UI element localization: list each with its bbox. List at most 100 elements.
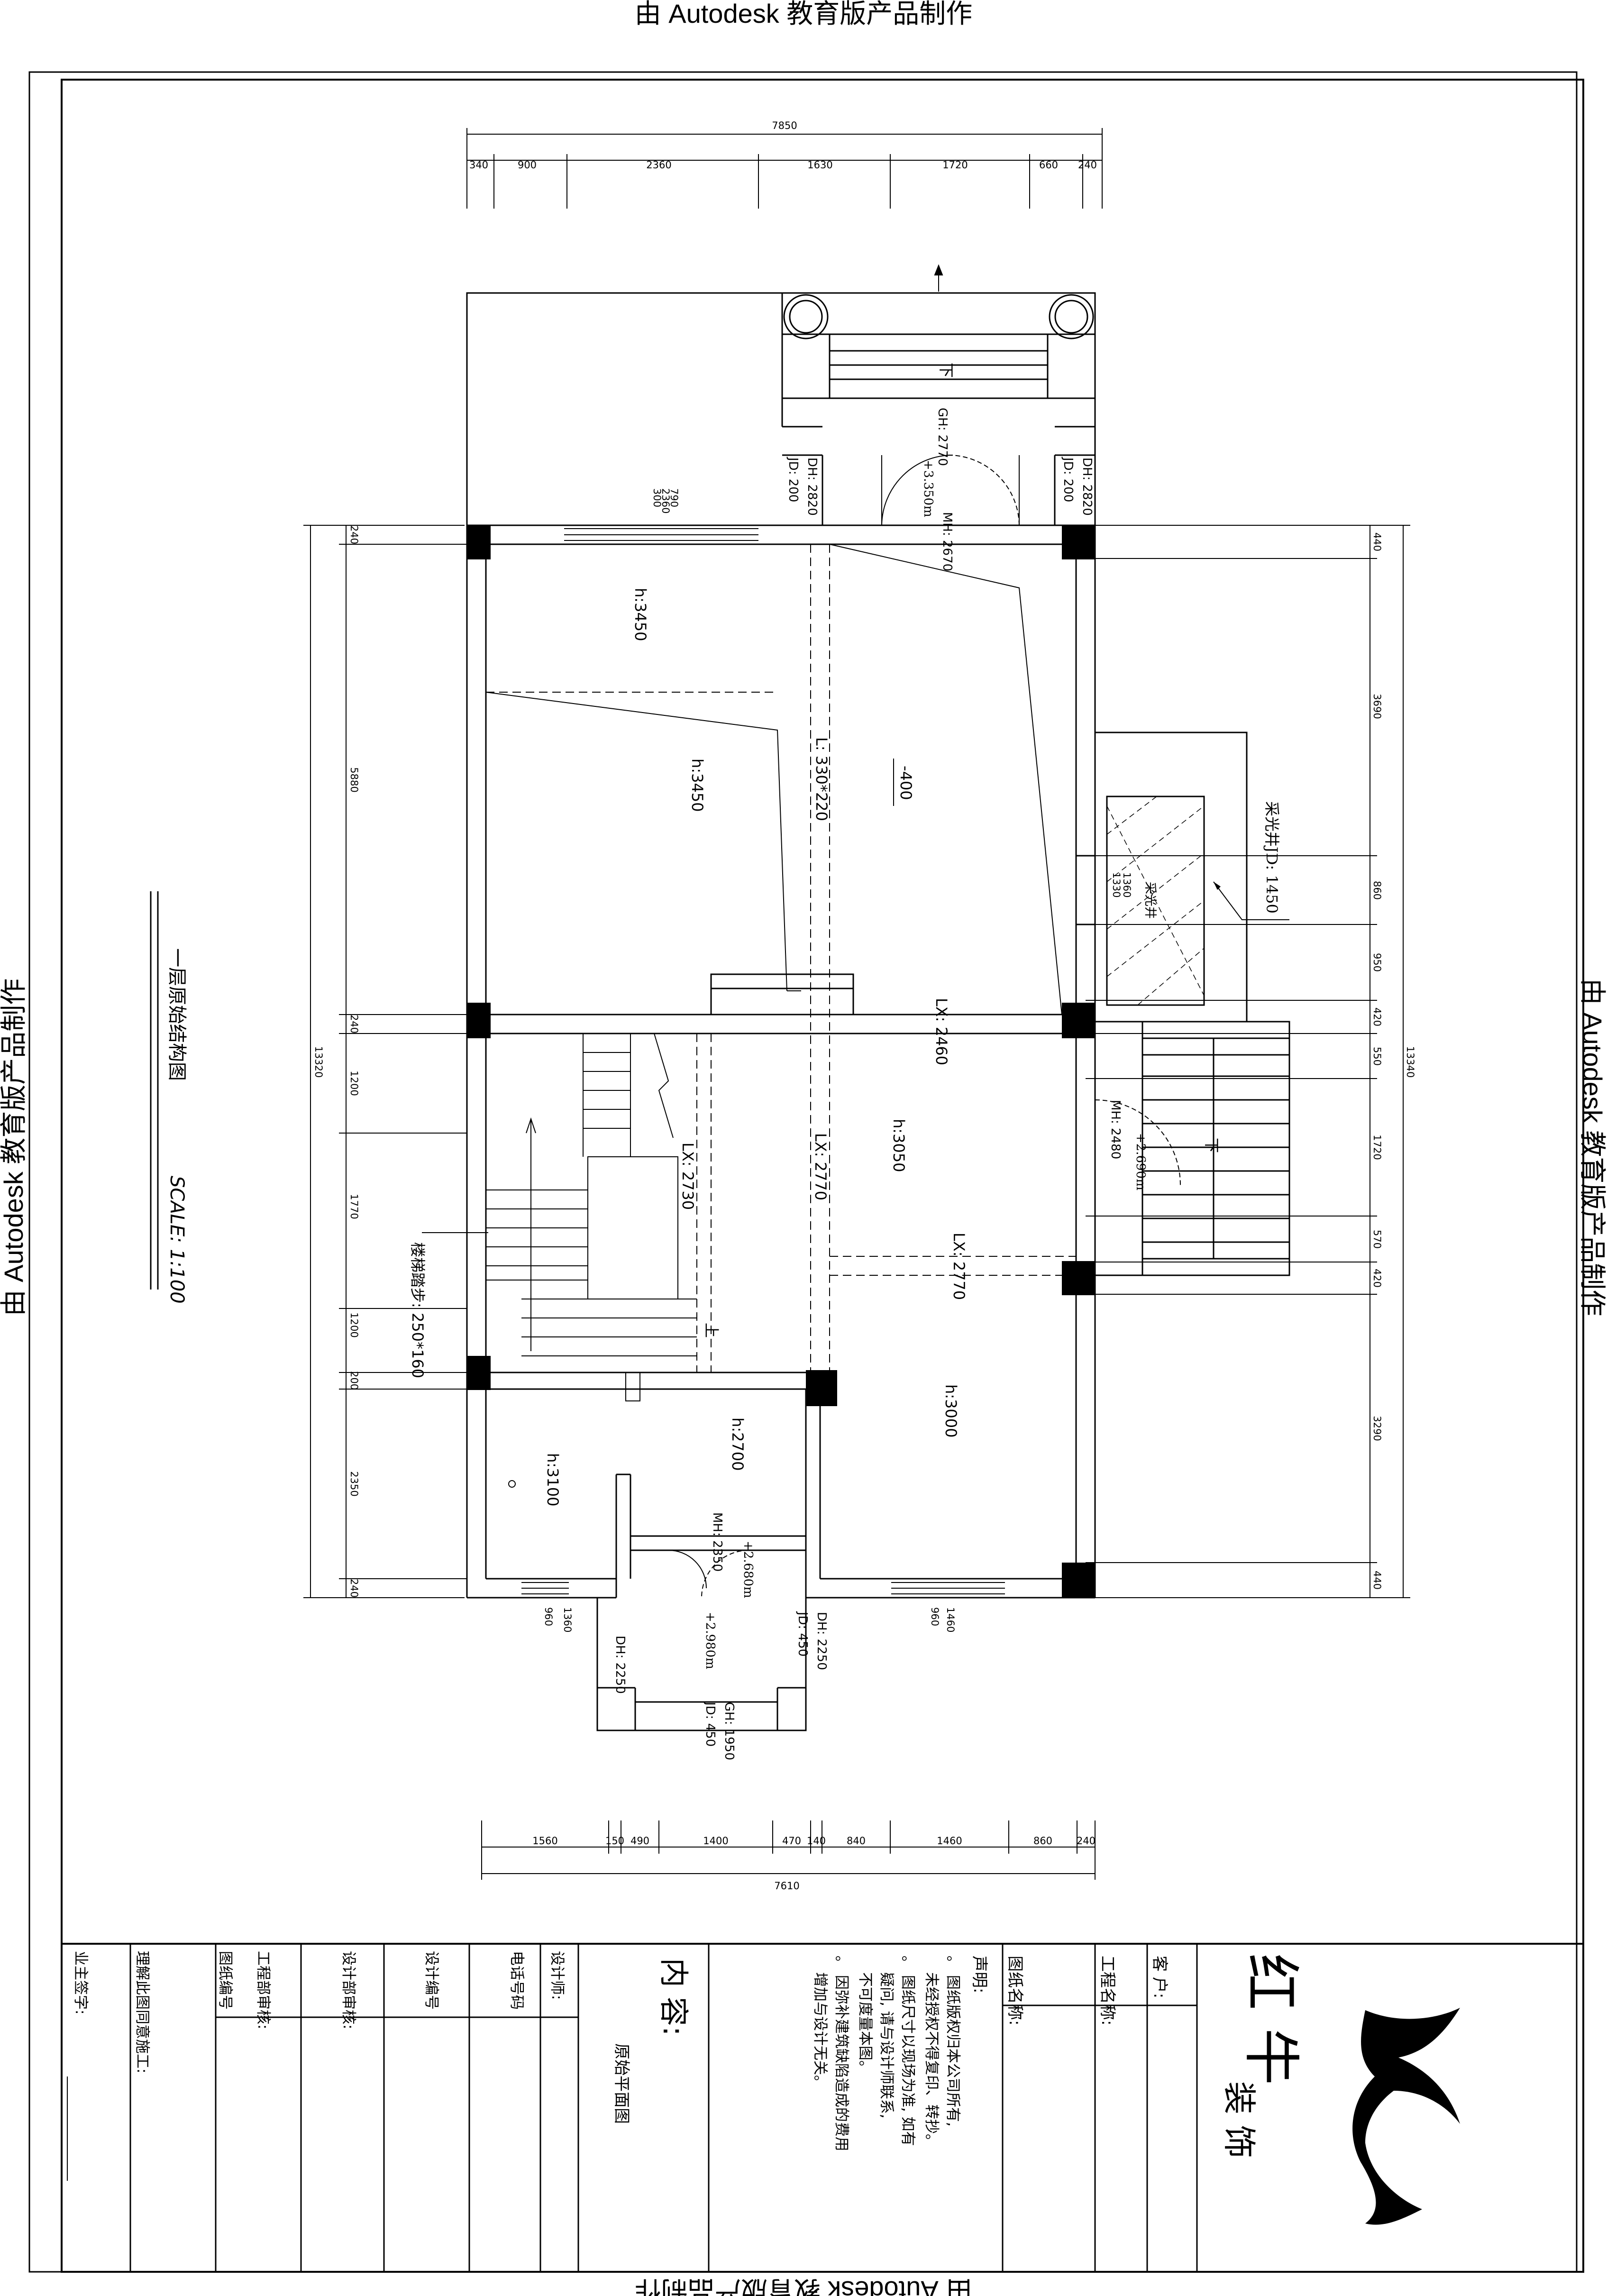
bottom-dim-9: 860 [1033,1835,1052,1847]
bottom-dim-1: 1560 [532,1835,557,1847]
room-height-2: h:3450 [688,759,706,812]
top-dim-6: 660 [1039,159,1058,171]
top-entry-mh: MH: 2670 [940,512,954,571]
lightwell-arrow [1214,882,1221,890]
column [806,1370,837,1406]
bottom-dim-total: 7610 [774,1880,799,1892]
right-entry-mh: MH: 2480 [1108,1100,1123,1159]
brand-main: 红 牛 [1238,1953,1304,2085]
statement-2c: 不可度量本图。 [857,1972,874,2075]
top-entry-jd-l: JD: 200 [786,457,800,502]
column [1062,525,1095,559]
statement-2a: 。 图纸尺寸以现场为准, 如有 [899,1956,916,2146]
bottom-window-r2: 960 [929,1607,940,1626]
north-arrow [934,264,943,292]
top-entry-level: +3.350m [921,460,935,517]
top-dim-1: 340 [469,159,488,171]
room-height-1: h:3450 [631,588,649,641]
content-label: 内 容: [657,1958,691,2036]
plan-walls [466,292,1290,1731]
bottom-entry-jd-r: JD: 450 [795,1611,810,1656]
right-dim-9: 420 [1371,1269,1383,1288]
watermark-top: 由 Autodesk 教育版产品制作 [635,0,973,28]
beam-lx-2770a: LX: 2770 [812,1133,830,1200]
right-dim-3: 860 [1371,881,1383,900]
right-dim-2: 3690 [1371,694,1383,719]
brand-logo [1352,2008,1460,2225]
project-label: 工程名称: [1098,1956,1117,2025]
right-dim-6: 550 [1371,1047,1383,1066]
room-height-6: h:3100 [544,1453,562,1507]
bottom-entry-gh: GH: 1950 [722,1702,736,1760]
bottom-entry-level1: +2.680m [741,1541,755,1598]
left-dim-total: 13320 [313,1046,324,1078]
right-entry-level: +2.690m [1133,1133,1148,1190]
left-dim-9: 240 [348,1579,360,1598]
bottom-entry-dh-r: DH: 2250 [814,1612,829,1670]
watermark-left: 由 Autodesk 教育版产品制作 [0,979,28,1317]
right-entry-down: 下 [1203,1138,1221,1153]
beam-lx-2770b: LX: 2770 [950,1233,968,1300]
top-entry-dh-r: DH: 2820 [1080,457,1094,516]
right-dim-11: 440 [1371,1571,1383,1590]
right-dim-4: 950 [1371,953,1383,972]
room-height-3: h:3050 [890,1119,908,1172]
bottom-dim-3: 490 [630,1835,649,1847]
bottom-dim-8: 1460 [937,1835,962,1847]
windows [521,528,1005,1594]
top-dim-5: 1720 [942,159,968,171]
top-window-dim-1: 790 [668,488,680,507]
bottom-window-l2: 960 [543,1607,554,1626]
bottom-entry-dh-l: DH: 2250 [613,1636,627,1694]
statement-1a: 。 图纸版权归本公司所有, [944,1956,961,2127]
lightwell-dim-1: 1360 [1121,872,1132,897]
top-dimensions [466,128,1103,209]
bottom-entry-mh: MH: 2350 [710,1512,724,1572]
level-minus-400: -400 [897,766,915,800]
beam-lx-2460: LX: 2460 [932,998,950,1065]
brand-sub: 装 饰 [1220,2081,1259,2158]
top-dim-4: 1630 [807,159,832,171]
right-dim-1: 440 [1371,532,1383,551]
watermark-bottom: 由 Autodesk 教育版产品制作 [635,2276,973,2296]
column [467,525,491,559]
stair-up-label: 上 [703,1323,721,1338]
right-dim-total: 13340 [1405,1046,1416,1078]
bottom-dim-4: 1400 [703,1835,728,1847]
inner-border [61,79,1584,2273]
beam-lx-2730: LX: 2730 [679,1143,697,1210]
column [467,1003,491,1038]
drawing-title: 一层原始结构图 [166,948,188,1081]
statement-3b: 增加与设计无关。 [812,1972,829,2090]
column [1062,1003,1095,1038]
lightwell-hatch [1106,796,1205,1006]
ceiling-lines [485,544,1062,1015]
left-dim-6: 1200 [348,1312,360,1337]
bottom-window-r1: 1460 [945,1607,956,1632]
top-dim-3: 2360 [646,159,671,171]
lightwell-dim-2: 1330 [1111,872,1122,897]
stair-note: 楼梯踏步: 250*160 [409,1242,427,1378]
bottom-entry-level2: +2.980m [703,1612,717,1669]
outer-border [28,71,1578,2273]
design-dept-label: 设计部审核: [340,1951,357,2029]
left-dimensions [303,525,467,1598]
left-dim-7: 200 [348,1371,360,1390]
top-entry-jd-r: JD: 200 [1061,457,1075,502]
left-dim-3: 240 [348,1015,360,1034]
room-height-4: h:3000 [942,1384,960,1438]
drain-icon [508,1480,516,1488]
designer-label: 设计师: [548,1951,566,2000]
drawing-no-label: 图纸编号 [217,1951,234,2010]
column [467,1356,491,1390]
statement-1b: 未经授权不得复印、转抄。 [923,1972,940,2149]
top-dim-7: 240 [1078,159,1097,171]
eng-dept-label: 工程部审核: [255,1951,272,2029]
top-dim-2: 900 [518,159,537,171]
bottom-dim-5: 470 [782,1835,801,1847]
top-entry-dh-l: DH: 2820 [805,457,819,516]
bottom-dim-10: 240 [1077,1835,1096,1847]
bottom-entry-jd-b: JD: 450 [703,1701,717,1747]
top-window-dim-2: 2360 [660,488,671,513]
phone-label: 电话号码 [508,1951,525,2010]
